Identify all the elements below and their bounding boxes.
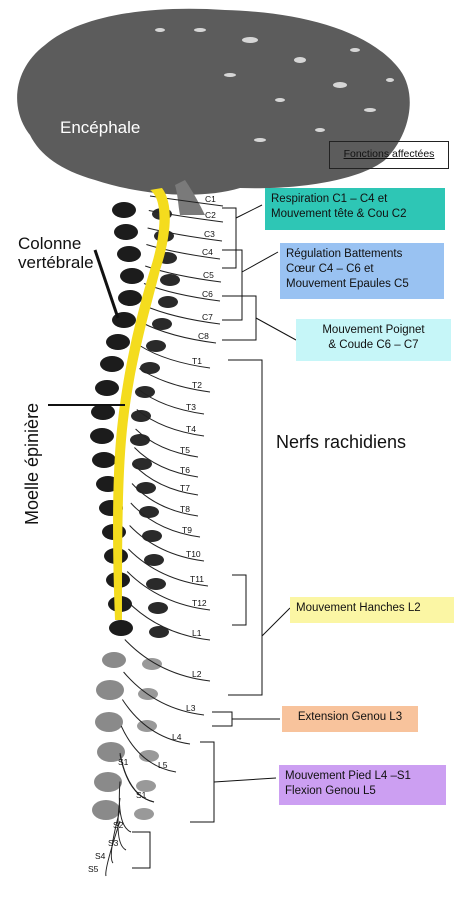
vertebra-label-29: S4: [95, 851, 106, 861]
function-box-4: Extension Genou L3: [282, 706, 418, 732]
vertebra-process-3: [160, 274, 180, 286]
vertebra-process-12: [136, 482, 156, 494]
vertebra-label-13: T6: [180, 465, 190, 475]
function-box-0: Respiration C1 – C4 etMouvement tête & C…: [265, 188, 445, 230]
vertebra-label-30: S5: [88, 864, 99, 874]
vertebra-label-20: L1: [192, 628, 202, 638]
vertebra-label-12: T5: [180, 445, 190, 455]
function-box-1: Régulation BattementsCœur C4 – C6 etMouv…: [280, 243, 444, 299]
vertebra-label-27: S2: [113, 820, 124, 830]
vertebra-label-23: L4: [172, 732, 182, 742]
vertebra-24: [92, 800, 120, 820]
vertebra-label-0: C1: [205, 194, 216, 204]
vertebra-21: [95, 712, 123, 732]
vertebra-label-10: T3: [186, 402, 196, 412]
spine-label-line1: Colonne: [18, 234, 81, 253]
vertebra-0: [112, 202, 136, 218]
function-box-5: Mouvement Pied L4 –S1Flexion Genou L5: [279, 765, 446, 805]
cord-label: Moelle épinière: [22, 403, 43, 525]
function-box-1-line3: Mouvement Epaules C5: [286, 277, 438, 292]
vertebra-10: [90, 428, 114, 444]
brain-label: Encéphale: [60, 118, 140, 137]
vertebra-label-2: C3: [204, 229, 215, 239]
vertebra-process-8: [135, 386, 155, 398]
vertebra-label-21: L2: [192, 669, 202, 679]
vertebra-1: [114, 224, 138, 240]
function-box-0-line2: Mouvement tête & Cou C2: [271, 207, 439, 222]
vertebra-label-14: T7: [180, 483, 190, 493]
function-box-0-line1: Respiration C1 – C4 et: [271, 192, 439, 207]
vertebra-process-10: [130, 434, 150, 446]
vertebra-process-4: [158, 296, 178, 308]
vertebra-11: [92, 452, 116, 468]
vertebra-label-8: T1: [192, 356, 202, 366]
vertebra-4: [118, 290, 142, 306]
vertebra-label-11: T4: [186, 424, 196, 434]
vertebra-label-22: L3: [186, 703, 196, 713]
vertebra-process-24: [134, 808, 154, 820]
vertebra-3: [120, 268, 144, 284]
function-box-3-line1: Mouvement Hanches L2: [296, 601, 448, 616]
spine-label-line2: vertébrale: [18, 253, 94, 272]
vertebra-label-16: T9: [182, 525, 192, 535]
function-box-5-line1: Mouvement Pied L4 –S1: [285, 769, 440, 784]
vertebra-label-24: L5: [158, 760, 168, 770]
vertebra-6: [106, 334, 130, 350]
function-box-4-line1: Extension Genou L3: [288, 710, 412, 725]
legend-box: Fonctions affectées: [329, 141, 449, 169]
vertebra-label-25: S1: [118, 757, 129, 767]
vertebra-label-28: S3: [108, 838, 119, 848]
vertebra-label-15: T8: [180, 504, 190, 514]
vertebra-label-5: C6: [202, 289, 213, 299]
vertebral-bodies: [90, 202, 180, 820]
function-box-1-line2: Cœur C4 – C6 et: [286, 262, 438, 277]
vertebra-18: [109, 620, 133, 636]
vertebra-process-17: [148, 602, 168, 614]
vertebra-process-19: [142, 658, 162, 670]
vertebra-process-6: [146, 340, 166, 352]
function-box-5-line2: Flexion Genou L5: [285, 784, 440, 799]
function-box-3: Mouvement Hanches L2: [290, 597, 454, 623]
vertebra-label-9: T2: [192, 380, 202, 390]
vertebra-2: [117, 246, 141, 262]
vertebra-process-16: [146, 578, 166, 590]
vertebra-process-7: [140, 362, 160, 374]
vertebra-8: [95, 380, 119, 396]
spine-label: Colonne vertébrale: [18, 234, 94, 272]
vertebra-label-26: S1: [136, 790, 147, 800]
vertebra-23: [94, 772, 122, 792]
vertebra-label-17: T10: [186, 549, 201, 559]
vertebra-label-4: C5: [203, 270, 214, 280]
vertebra-7: [100, 356, 124, 372]
vertebra-19: [102, 652, 126, 668]
nerve-line-24: [121, 726, 176, 772]
function-box-1-line1: Régulation Battements: [286, 247, 438, 262]
vertebra-process-13: [139, 506, 159, 518]
vertebra-process-9: [131, 410, 151, 422]
vertebra-label-1: C2: [205, 210, 216, 220]
vertebra-label-18: T11: [190, 574, 204, 584]
function-box-2-line1: Mouvement Poignet: [302, 323, 445, 338]
vertebra-label-3: C4: [202, 247, 213, 257]
function-box-2: Mouvement Poignet& Coude C6 – C7: [296, 319, 451, 361]
vertebra-9: [91, 404, 115, 420]
function-box-2-line2: & Coude C6 – C7: [302, 338, 445, 353]
vertebra-process-14: [142, 530, 162, 542]
vertebra-label-6: C7: [202, 312, 213, 322]
nerves-label: Nerfs rachidiens: [276, 432, 406, 453]
vertebra-label-7: C8: [198, 331, 209, 341]
vertebra-label-19: T12: [192, 598, 207, 608]
vertebra-20: [96, 680, 124, 700]
